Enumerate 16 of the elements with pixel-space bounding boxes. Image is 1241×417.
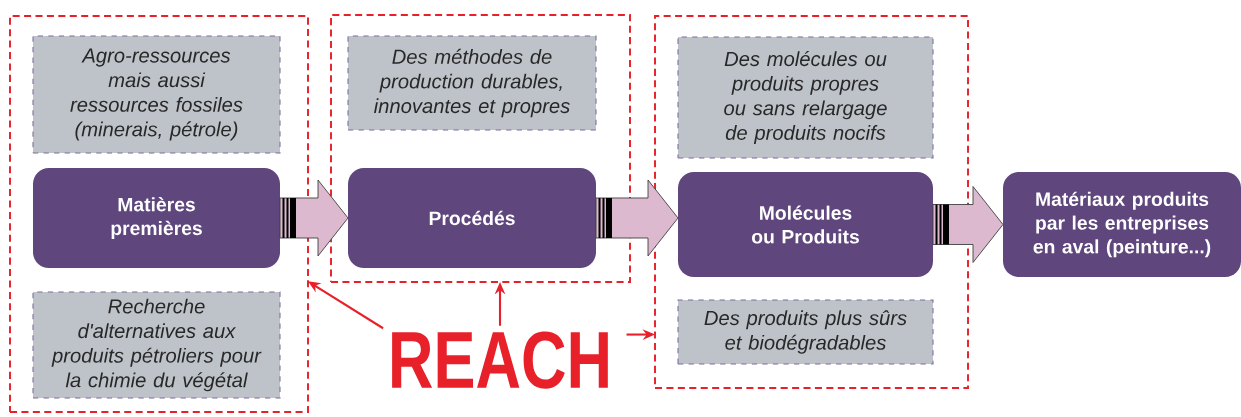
note-box: Recherche d'alternatives aux produits pétroliers pour la chimie du végétal	[32, 291, 281, 399]
block-arrow	[279, 179, 349, 257]
reach-label: REACH	[392, 331, 608, 389]
dashed-frame	[654, 15, 969, 389]
block-arrow	[595, 179, 679, 257]
note-box: Des molécules ou produits propres ou sans relargage de produits nocifs	[677, 36, 934, 159]
dashed-frame	[330, 14, 631, 283]
dashed-frame	[9, 15, 309, 413]
note-box: Agro-ressources mais aussi ressources fossiles (minerais, pétrole)	[32, 35, 281, 154]
process-box: Procédés	[348, 168, 596, 268]
note-box: Des méthodes de production durables, innovantes et propres	[347, 35, 597, 131]
process-box: Molécules ou Produits	[678, 172, 933, 277]
block-arrow	[932, 186, 1004, 263]
process-box: Matières premières	[33, 168, 280, 268]
process-box: Matériaux produits par les entreprises en aval (peinture...)	[1003, 172, 1241, 277]
note-box: Des produits plus sûrs et biodégradables	[677, 299, 934, 365]
